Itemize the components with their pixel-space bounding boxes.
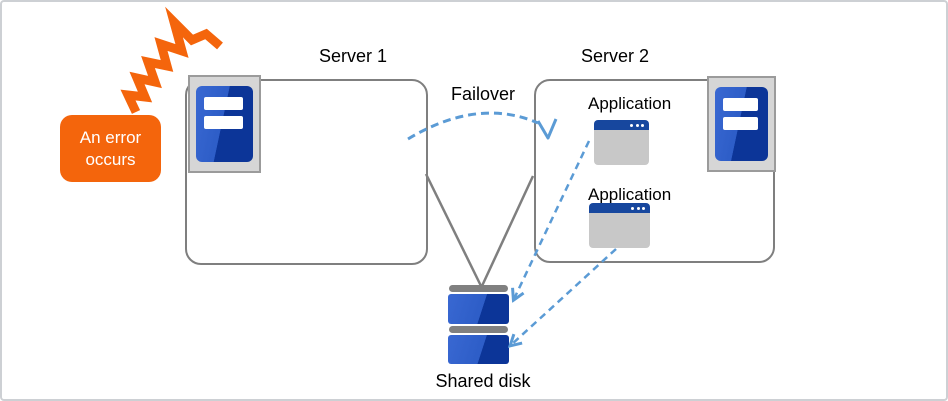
window-dot-icon bbox=[636, 206, 640, 210]
server1-disk-line bbox=[424, 173, 483, 287]
server2-label: Server 2 bbox=[580, 46, 650, 66]
drive-slot-bar bbox=[204, 116, 243, 129]
application1-window-icon bbox=[594, 120, 649, 165]
server-tower bbox=[196, 86, 253, 162]
server1-label: Server 1 bbox=[318, 46, 388, 66]
disk-platter bbox=[448, 294, 509, 324]
shared-disk-label: Shared disk bbox=[435, 371, 531, 391]
window-dot-icon bbox=[641, 123, 644, 127]
server1-icon bbox=[188, 75, 261, 173]
window-body bbox=[594, 130, 649, 165]
error-callout-line1: An error bbox=[79, 127, 142, 147]
application2-disk-arrow bbox=[511, 248, 617, 345]
disk-cap bbox=[449, 285, 508, 292]
window-titlebar bbox=[594, 120, 649, 130]
window-dot-icon bbox=[630, 123, 633, 127]
window-body bbox=[589, 213, 650, 248]
disk-divider bbox=[449, 326, 508, 333]
window-titlebar bbox=[589, 203, 650, 213]
shared-disk-icon bbox=[448, 285, 509, 365]
error-callout-line2: occurs bbox=[85, 149, 136, 169]
failover-label: Failover bbox=[450, 84, 516, 104]
drive-slot-bar bbox=[723, 98, 758, 111]
server-tower bbox=[715, 87, 768, 161]
window-dot-icon bbox=[635, 123, 639, 127]
window-dot-icon bbox=[631, 206, 634, 210]
server2-disk-line bbox=[480, 175, 535, 287]
disk-platter bbox=[448, 335, 509, 364]
window-dot-icon bbox=[642, 206, 645, 210]
server2-icon bbox=[707, 76, 776, 172]
application2-label: Application bbox=[588, 185, 672, 204]
drive-slot-bar bbox=[723, 117, 758, 130]
application2-window-icon bbox=[589, 203, 650, 248]
application1-label: Application bbox=[588, 94, 672, 113]
error-callout: An error occurs bbox=[60, 115, 161, 182]
drive-slot-bar bbox=[204, 97, 243, 110]
